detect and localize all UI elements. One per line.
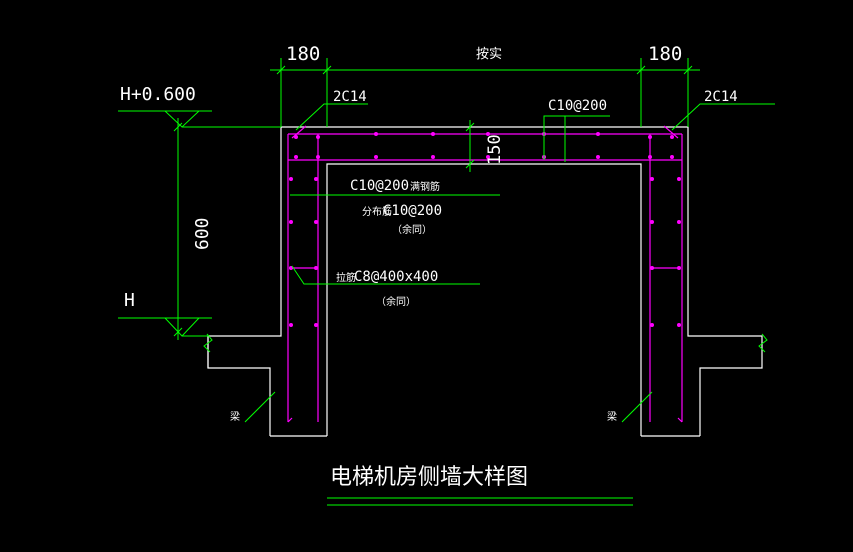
rebar-dot	[294, 155, 298, 159]
dim-tick	[322, 65, 332, 75]
corner-bar-left-label: 2C14	[333, 89, 367, 105]
left-corner-leader	[295, 103, 368, 131]
wall-height-label: 600	[192, 217, 213, 250]
rebar-dot	[648, 135, 652, 139]
beam-left-label: 梁	[230, 410, 240, 423]
rebar-dot	[316, 155, 320, 159]
left-beam-leader	[244, 391, 276, 423]
dim-tick	[276, 65, 286, 75]
rebar-dot	[316, 135, 320, 139]
outline-outer	[207, 126, 763, 436]
level-top-label: H+0.600	[120, 84, 196, 105]
level-bottom-triangle	[164, 317, 200, 337]
left-break-mark	[203, 333, 213, 353]
rebar-dot	[670, 155, 674, 159]
outline-inner	[326, 163, 642, 436]
rebar-dot	[650, 177, 654, 181]
corner-bar-right-label: 2C14	[704, 89, 738, 105]
right-corner-hook	[663, 125, 679, 139]
dim-tick	[465, 122, 475, 132]
dim-left-width: 180	[286, 43, 320, 65]
distribution-prefix: 分布筋	[362, 205, 392, 218]
dim-right-width: 180	[648, 43, 682, 65]
rebar-dot	[294, 135, 298, 139]
tie-bar-label: C8@400x400	[354, 269, 438, 285]
rebar-dots	[289, 132, 681, 327]
dim-tick	[173, 122, 183, 132]
rebar-dot	[648, 155, 652, 159]
rebar-dot	[677, 220, 681, 224]
rebar-dot	[314, 177, 318, 181]
dim-tick	[683, 65, 693, 75]
rebar-dot	[374, 155, 378, 159]
rebar-dot	[431, 132, 435, 136]
distribution-note: （余同）	[392, 223, 432, 236]
beam-right-label: 梁	[607, 410, 617, 423]
rebar-dot	[289, 177, 293, 181]
rebar-dot	[314, 323, 318, 327]
wall-vertical-label: C10@200	[350, 178, 409, 194]
drawing-title: 电梯机房侧墙大样图	[330, 465, 528, 490]
wall-vertical-note: 满钢筋	[410, 180, 440, 193]
level-bottom-label: H	[124, 290, 135, 311]
rebar-dot	[650, 220, 654, 224]
distribution-bar-label: C10@200	[383, 203, 442, 219]
dim-middle: 按实	[476, 47, 502, 62]
right-break-mark	[758, 333, 768, 353]
rebar-lines	[287, 125, 683, 423]
rebar-dot	[289, 220, 293, 224]
rebar-dot	[677, 323, 681, 327]
dim-tick	[465, 159, 475, 169]
rebar-dot	[374, 132, 378, 136]
rebar-dot	[670, 135, 674, 139]
slab-thickness-label: 150	[485, 134, 505, 165]
slab-bar-leader	[543, 115, 610, 160]
dim-tick	[636, 65, 646, 75]
rebar-dot	[314, 220, 318, 224]
rebar-dot	[486, 155, 490, 159]
left-bottom-hook	[287, 417, 293, 423]
rebar-dot	[677, 177, 681, 181]
right-bottom-hook	[677, 417, 683, 423]
rebar-dot	[596, 155, 600, 159]
rebar-dot	[289, 323, 293, 327]
rebar-dot	[431, 155, 435, 159]
annotations: 180 按实 180 2C14 2C14 C10@200 150 600 H+0…	[120, 43, 738, 490]
right-beam-leader	[621, 391, 653, 423]
concrete-outline	[207, 126, 763, 437]
tie-leader	[291, 265, 480, 285]
right-corner-leader	[671, 103, 775, 131]
tie-prefix: 拉筋	[336, 271, 356, 284]
dimension-lines	[118, 58, 775, 506]
slab-bar-label: C10@200	[548, 98, 607, 114]
tie-note: （余同）	[376, 295, 416, 308]
level-top-triangle	[164, 110, 200, 128]
rebar-dot	[650, 323, 654, 327]
rebar-dot	[486, 132, 490, 136]
rebar-dot	[596, 132, 600, 136]
